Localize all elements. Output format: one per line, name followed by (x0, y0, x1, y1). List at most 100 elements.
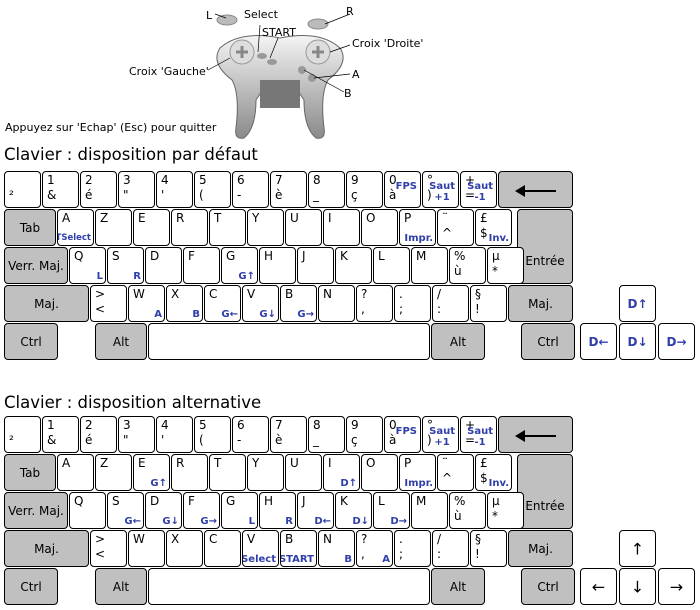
alt-key-r2-8[interactable]: O (361, 454, 398, 491)
default-key-r2-7[interactable]: I (323, 209, 360, 246)
alt-key-r2-3[interactable]: R (171, 454, 208, 491)
alt-key-r2-11[interactable]: £$Inv. (475, 454, 512, 491)
alt-key-r4-2[interactable]: X (166, 530, 203, 567)
default-key-r2-4[interactable]: T (209, 209, 246, 246)
default-arrow-left-key[interactable]: D← (580, 323, 617, 360)
alt-key-r4-0[interactable]: >< (90, 530, 127, 567)
alt-left-shift-key[interactable]: Maj. (4, 530, 89, 567)
alt-right-ctrl-key[interactable]: Ctrl (521, 568, 575, 605)
alt-arrow-left-key[interactable]: ← (580, 568, 617, 605)
alt-caps-lock-key[interactable]: Verr. Maj. (4, 492, 68, 529)
alt-key-r3-10[interactable]: %ù (449, 492, 486, 529)
default-key-r3-5[interactable]: H (259, 247, 296, 284)
default-key-r1-8[interactable]: 8_ (308, 171, 345, 208)
alt-key-r4-8[interactable]: .; (394, 530, 431, 567)
alt-key-r4-7[interactable]: ?,A (356, 530, 393, 567)
alt-key-r4-3[interactable]: C (204, 530, 241, 567)
default-backspace-key[interactable] (498, 171, 573, 208)
default-right-ctrl-key[interactable]: Ctrl (521, 323, 575, 360)
default-enter-key[interactable]: Entrée (517, 209, 573, 284)
alt-key-r1-12[interactable]: +=Saut -1 (460, 416, 497, 453)
default-key-r3-2[interactable]: D (145, 247, 182, 284)
alt-key-r2-10[interactable]: ¨^ (437, 454, 474, 491)
alt-key-r1-5[interactable]: 5( (194, 416, 231, 453)
alt-key-r1-6[interactable]: 6- (232, 416, 269, 453)
alt-key-r3-0[interactable]: Q (69, 492, 106, 529)
alt-arrow-down-key[interactable]: ↓ (619, 568, 656, 605)
alt-key-r1-0[interactable]: ² (4, 416, 41, 453)
alt-key-r1-1[interactable]: 1& (42, 416, 79, 453)
alt-backspace-key[interactable] (498, 416, 573, 453)
default-space-key[interactable] (148, 323, 430, 360)
default-key-r1-1[interactable]: 1& (42, 171, 79, 208)
default-key-r2-1[interactable]: Z (95, 209, 132, 246)
alt-key-r4-10[interactable]: §! (470, 530, 507, 567)
default-key-r2-2[interactable]: E (133, 209, 170, 246)
alt-enter-key[interactable]: Entrée (517, 454, 573, 529)
default-key-r4-9[interactable]: /: (432, 285, 469, 322)
default-key-r1-6[interactable]: 6- (232, 171, 269, 208)
default-key-r4-7[interactable]: ?, (356, 285, 393, 322)
default-key-r1-4[interactable]: 4' (156, 171, 193, 208)
alt-key-r4-9[interactable]: /: (432, 530, 469, 567)
alt-key-r2-5[interactable]: Y (247, 454, 284, 491)
alt-key-r2-6[interactable]: U (285, 454, 322, 491)
alt-key-r1-4[interactable]: 4' (156, 416, 193, 453)
alt-right-shift-key[interactable]: Maj. (508, 530, 573, 567)
alt-tab-key[interactable]: Tab (4, 454, 56, 491)
default-key-r2-8[interactable]: O (361, 209, 398, 246)
alt-alt-gr-key[interactable]: Alt (431, 568, 485, 605)
default-key-r2-5[interactable]: Y (247, 209, 284, 246)
alt-key-r1-11[interactable]: °)Saut +1 (422, 416, 459, 453)
alt-key-r2-1[interactable]: Z (95, 454, 132, 491)
default-tab-key[interactable]: Tab (4, 209, 56, 246)
default-key-r3-8[interactable]: L (373, 247, 410, 284)
default-key-r2-3[interactable]: R (171, 209, 208, 246)
default-key-r3-10[interactable]: %ù (449, 247, 486, 284)
alt-key-r3-9[interactable]: M (411, 492, 448, 529)
default-caps-lock-key[interactable]: Verr. Maj. (4, 247, 68, 284)
default-key-r4-10[interactable]: §! (470, 285, 507, 322)
default-key-r4-6[interactable]: N (318, 285, 355, 322)
default-key-r3-7[interactable]: K (335, 247, 372, 284)
alt-key-r1-3[interactable]: 3" (118, 416, 155, 453)
default-key-r3-6[interactable]: J (297, 247, 334, 284)
default-key-r3-3[interactable]: F (183, 247, 220, 284)
alt-arrow-right-key[interactable]: → (658, 568, 695, 605)
default-key-r1-12[interactable]: +=Saut -1 (460, 171, 497, 208)
default-key-r1-11[interactable]: °)Saut +1 (422, 171, 459, 208)
default-key-r2-6[interactable]: U (285, 209, 322, 246)
default-key-r2-10[interactable]: ¨^ (437, 209, 474, 246)
alt-key-r2-4[interactable]: T (209, 454, 246, 491)
alt-arrow-up-key[interactable]: ↑ (619, 530, 656, 567)
default-key-r2-0[interactable]: ASTARTSelect (57, 209, 94, 246)
alt-key-r1-8[interactable]: 8_ (308, 416, 345, 453)
